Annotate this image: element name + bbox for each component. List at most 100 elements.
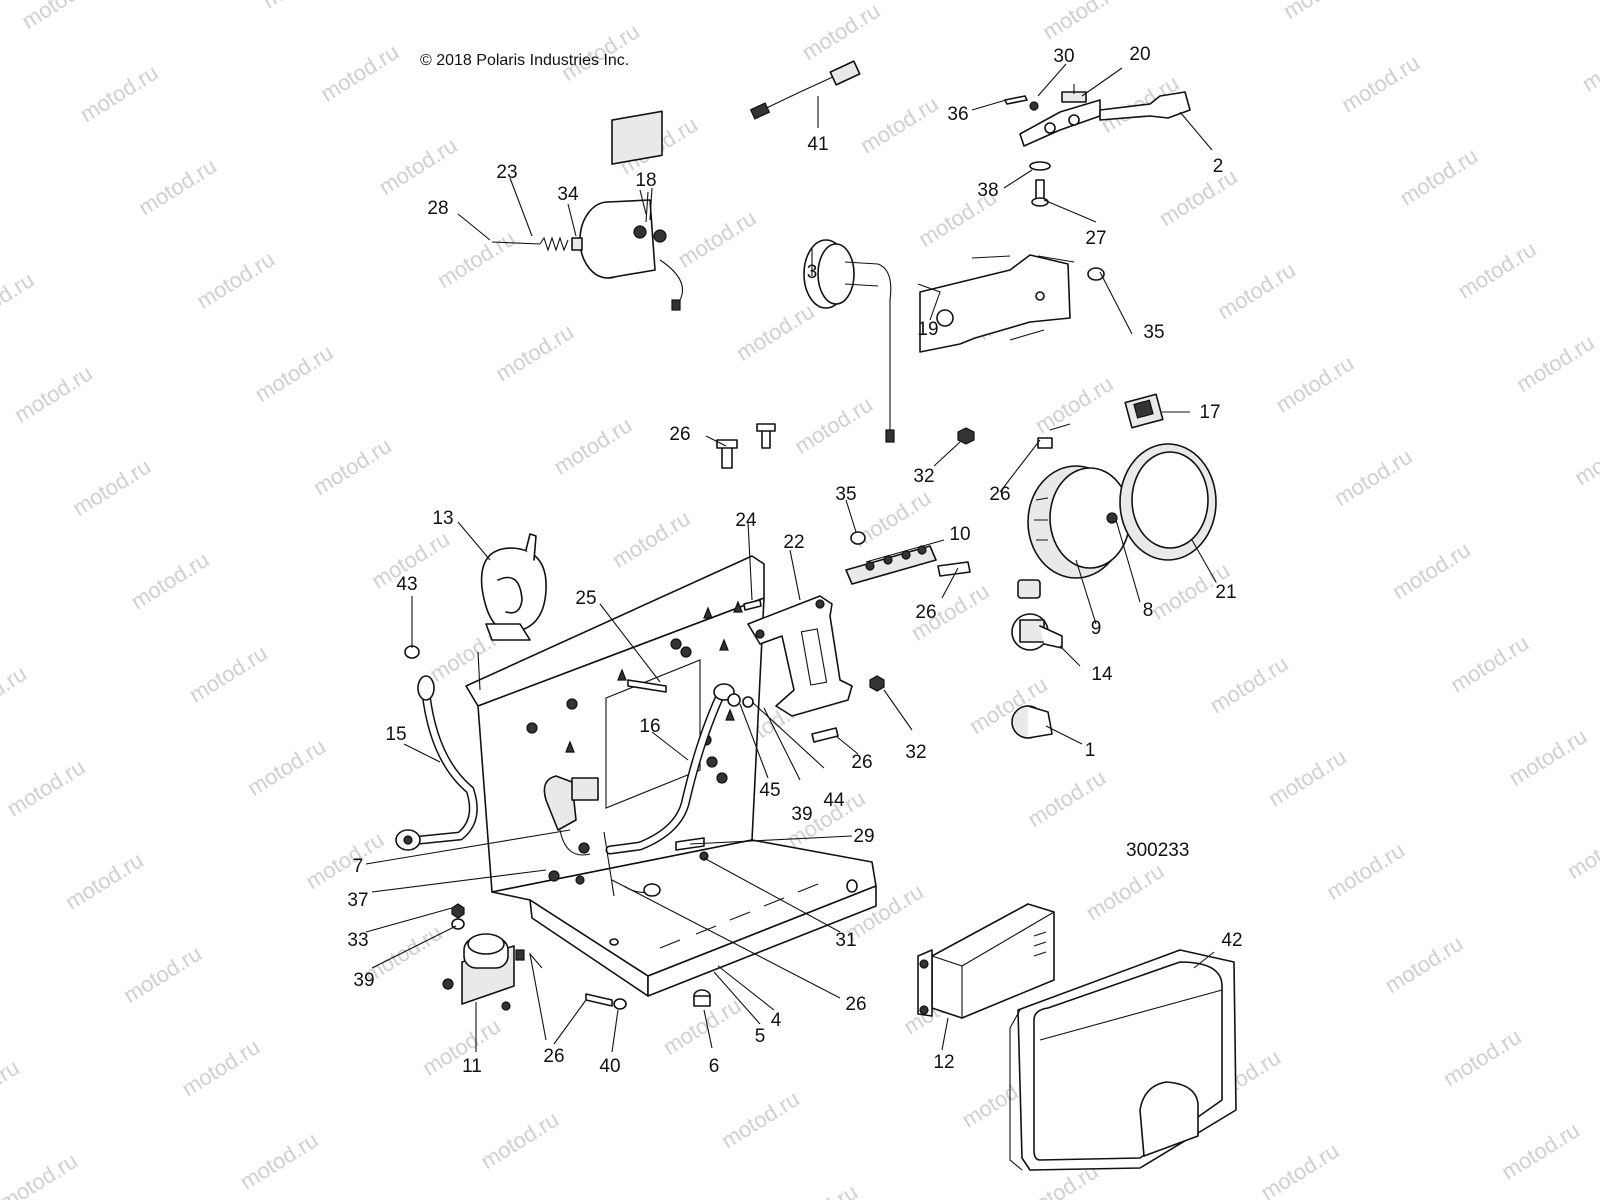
callout-28: 28	[427, 198, 448, 219]
callout-13: 13	[432, 508, 453, 529]
callout-21: 21	[1215, 582, 1236, 603]
callout-29: 29	[853, 826, 874, 847]
part-19-bracket	[919, 254, 1071, 353]
callout-24: 24	[735, 510, 757, 531]
callout-labels: 30 20 36 2 38 27 41 23 34 18 28 3 19 35 …	[347, 44, 1242, 1077]
callout-35-top: 35	[1143, 322, 1164, 343]
part-22-bracket	[747, 595, 853, 717]
figure-number: 300233	[1126, 840, 1189, 861]
callout-36: 36	[947, 104, 968, 125]
callout-17: 17	[1199, 402, 1220, 423]
part-30-nut	[1029, 101, 1039, 111]
callout-35-mid: 35	[835, 484, 856, 505]
part-10-terminal-block	[845, 531, 971, 585]
callout-31: 31	[835, 930, 856, 951]
ground-ring	[643, 883, 661, 897]
part-8-bulb	[1106, 512, 1118, 524]
part-18-relay	[579, 110, 684, 311]
part-40-washer	[613, 998, 627, 1010]
part-26-bolt-bracket	[811, 727, 839, 743]
callout-38: 38	[977, 180, 998, 201]
part-17-switch	[1124, 393, 1164, 429]
part-21-bezel	[1119, 443, 1217, 561]
callout-26-bottom: 26	[543, 1046, 564, 1067]
callout-42: 42	[1221, 930, 1242, 951]
part-32-nut-lower	[869, 675, 885, 692]
callout-14: 14	[1091, 664, 1113, 685]
part-14-power-outlet	[1011, 579, 1063, 651]
callout-26-top: 26	[669, 424, 690, 445]
copyright-text: © 2018 Polaris Industries Inc.	[420, 52, 629, 69]
part-26-bolt-bottom	[585, 993, 613, 1007]
callout-44: 44	[823, 790, 845, 811]
callout-18: 18	[635, 170, 656, 191]
part-6-grommet	[693, 989, 711, 1007]
part-33-nut	[451, 903, 465, 919]
callout-5: 5	[755, 1026, 766, 1047]
part-26-bolts-top	[716, 423, 1053, 469]
part-7-breaker	[543, 775, 599, 856]
part-38-washer	[1029, 161, 1051, 171]
callout-41: 41	[807, 134, 828, 155]
part-3-gauge	[803, 239, 895, 443]
callout-30: 30	[1053, 46, 1074, 67]
callout-37: 37	[347, 890, 368, 911]
callout-26-bracket: 26	[851, 752, 872, 773]
callout-45: 45	[759, 780, 780, 801]
part-32-nut	[957, 427, 975, 445]
callout-11: 11	[462, 1056, 482, 1077]
callout-32-top: 32	[913, 466, 934, 487]
part-41-harness	[749, 60, 861, 120]
part-24-bolt	[743, 599, 762, 611]
bolt-lower	[1009, 329, 1045, 341]
leader-lines	[365, 63, 1217, 1053]
callout-19: 19	[917, 319, 938, 340]
part-1-switch	[1011, 705, 1053, 739]
bolt-lower-2	[1049, 423, 1071, 431]
callout-6: 6	[709, 1056, 720, 1077]
callout-40: 40	[599, 1056, 620, 1077]
callout-26-right: 26	[989, 484, 1010, 505]
bolt-upper-left	[971, 255, 1011, 259]
part-11-solenoid	[442, 933, 525, 1011]
part-28-bolt	[491, 241, 541, 245]
part-12-control-module	[917, 903, 1055, 1019]
callout-39-lower: 39	[353, 970, 374, 991]
callout-43: 43	[396, 574, 417, 595]
callout-10: 10	[949, 524, 970, 545]
callout-4: 4	[771, 1010, 782, 1031]
bolt-upper-right	[1037, 255, 1075, 263]
plate-hardware	[548, 693, 858, 946]
callout-27: 27	[1085, 228, 1106, 249]
callout-26-lower: 26	[845, 994, 866, 1015]
part-13-horn	[480, 533, 547, 641]
callout-3: 3	[807, 262, 818, 283]
callout-26-mid: 26	[915, 602, 936, 623]
callout-33: 33	[347, 930, 368, 951]
part-15-battery-cable	[395, 675, 478, 851]
part-2-pedal	[1099, 91, 1191, 121]
callout-2: 2	[1213, 156, 1224, 177]
part-35-nut-top	[1087, 267, 1105, 281]
callout-25: 25	[575, 588, 596, 609]
part-36-washer	[1004, 95, 1028, 105]
callout-23: 23	[496, 162, 517, 183]
callout-9: 9	[1091, 618, 1102, 639]
part-42-cover	[1009, 949, 1237, 1171]
callout-16: 16	[639, 716, 660, 737]
callout-22: 22	[783, 532, 804, 553]
mounting-plate	[465, 555, 877, 997]
part-34-nut	[571, 237, 583, 251]
callout-32-lower: 32	[905, 742, 926, 763]
callout-12: 12	[933, 1052, 954, 1073]
callout-39-mid: 39	[791, 804, 812, 825]
callout-1: 1	[1085, 740, 1096, 761]
part-25-bolt	[627, 679, 667, 693]
callout-8: 8	[1143, 600, 1154, 621]
callout-7: 7	[353, 856, 364, 877]
callout-34: 34	[557, 184, 579, 205]
callout-20: 20	[1129, 44, 1150, 65]
part-23-spring	[539, 236, 569, 252]
callout-15: 15	[385, 724, 406, 745]
